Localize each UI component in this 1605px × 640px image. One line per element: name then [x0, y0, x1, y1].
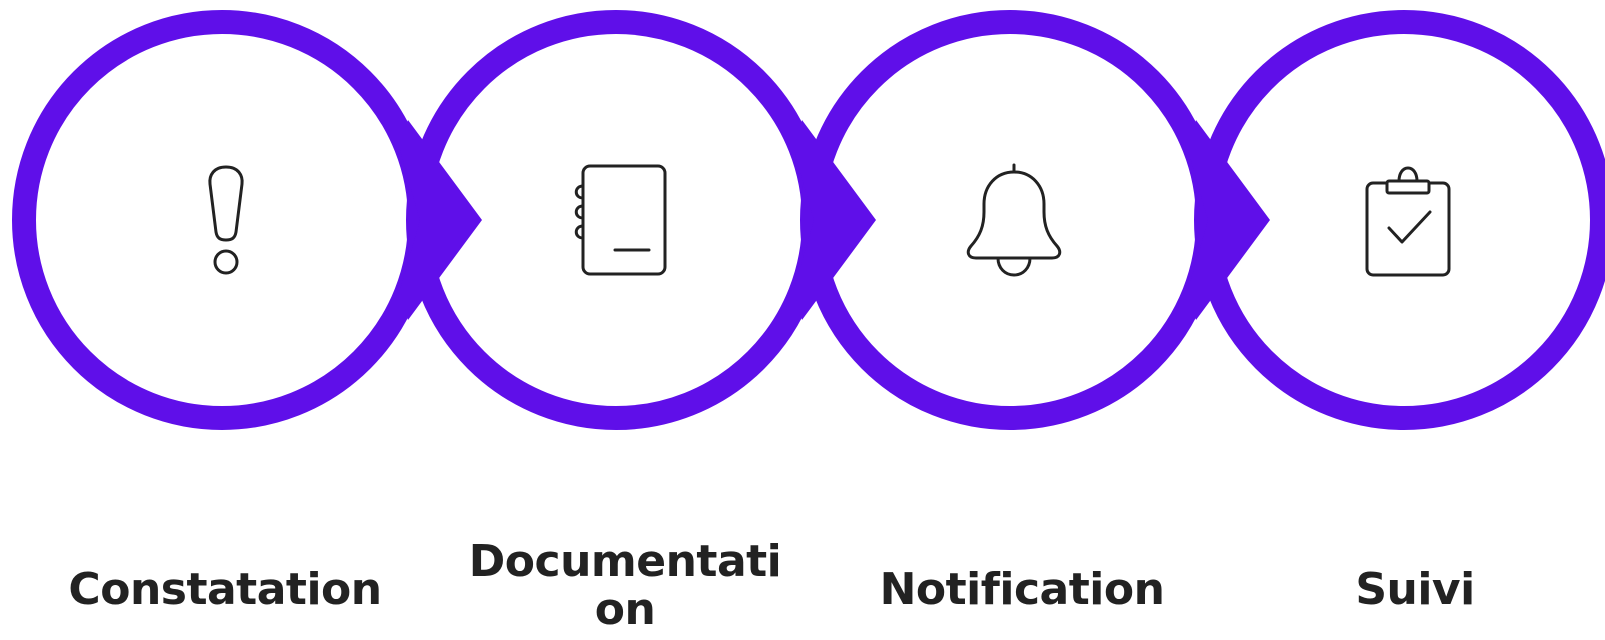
bell-icon — [966, 163, 1062, 277]
step-4-circle — [1194, 10, 1605, 430]
step-1-circle — [12, 10, 432, 430]
clipboard-check-icon — [1365, 166, 1451, 277]
connector-arrow-1 — [400, 120, 482, 320]
step-label-constatation: Constatation — [68, 564, 382, 615]
exclamation-icon — [208, 165, 244, 275]
step-label-documentation: Documentation — [468, 536, 782, 635]
step-label-notification: Notification — [879, 564, 1165, 615]
connector-arrow-2 — [794, 120, 876, 320]
process-graphic — [12, 10, 1605, 430]
notebook-icon — [574, 164, 667, 276]
step-label-suivi: Suivi — [1355, 564, 1475, 615]
connector-arrow-3 — [1188, 120, 1270, 320]
